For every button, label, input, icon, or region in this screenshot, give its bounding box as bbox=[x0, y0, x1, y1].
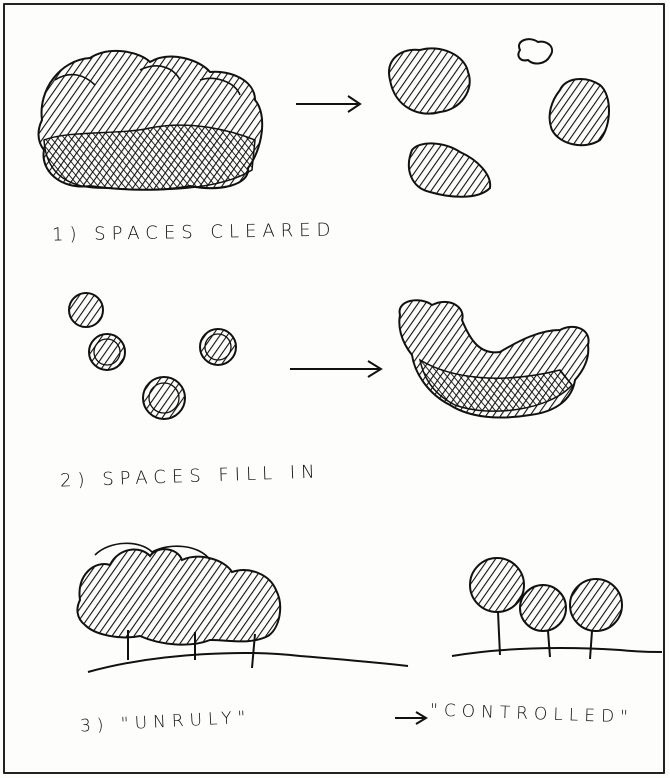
unruly-trees-sketch bbox=[77, 543, 408, 672]
cleared-clumps-sketch bbox=[389, 39, 609, 197]
arrow-row1 bbox=[296, 96, 360, 112]
controlled-trees-sketch bbox=[452, 558, 662, 659]
filled-arc-sketch bbox=[399, 300, 588, 417]
dense-thicket-sketch bbox=[39, 51, 263, 190]
arrow-row3 bbox=[395, 712, 426, 724]
sparse-trees-sketch bbox=[69, 293, 236, 419]
arrow-row2 bbox=[290, 361, 381, 377]
